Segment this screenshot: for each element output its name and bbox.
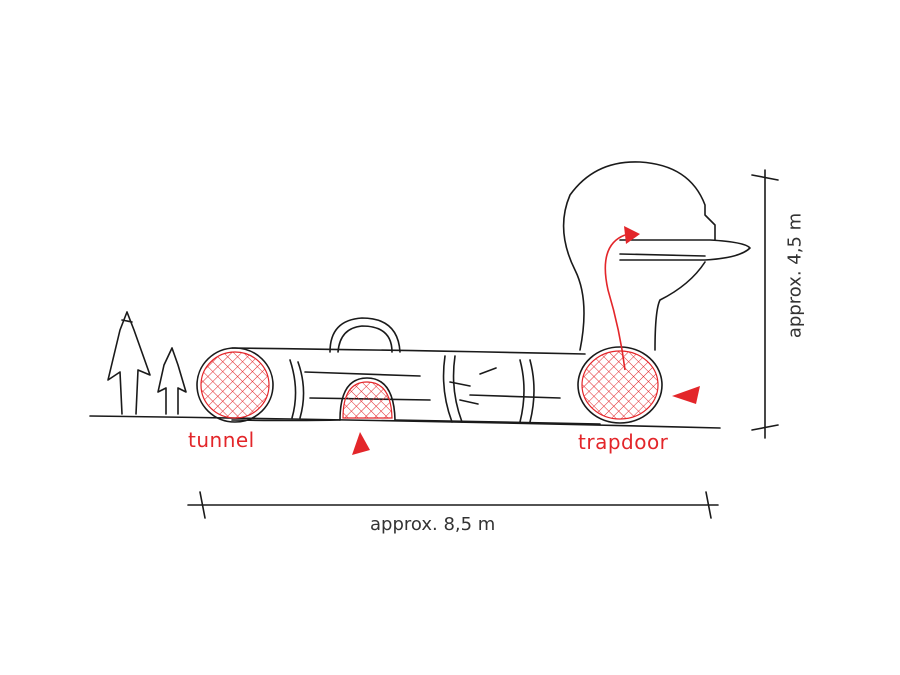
trapdoor-arrow-icon <box>672 386 700 404</box>
trapdoor-label: trapdoor <box>578 430 669 454</box>
tunnel-opening-arch <box>342 381 393 419</box>
duck-beak <box>619 239 751 261</box>
person-child <box>157 347 187 415</box>
tunnel-label: tunnel <box>188 428 255 452</box>
climb-arrow-head-icon <box>624 226 640 244</box>
entry-arrow-icon <box>352 432 370 455</box>
tunnel-opening-left <box>200 351 270 419</box>
person-adult <box>107 311 151 415</box>
height-label: approx. 4,5 m <box>784 212 806 339</box>
log-handle <box>329 317 401 353</box>
width-dimension <box>187 491 719 519</box>
duck-neck-head <box>562 161 716 351</box>
width-label: approx. 8,5 m <box>370 514 496 535</box>
log-body <box>231 347 601 425</box>
ground-line <box>89 415 721 429</box>
trapdoor-opening <box>581 350 659 420</box>
height-dimension <box>751 169 779 439</box>
climb-arrow <box>604 234 626 371</box>
